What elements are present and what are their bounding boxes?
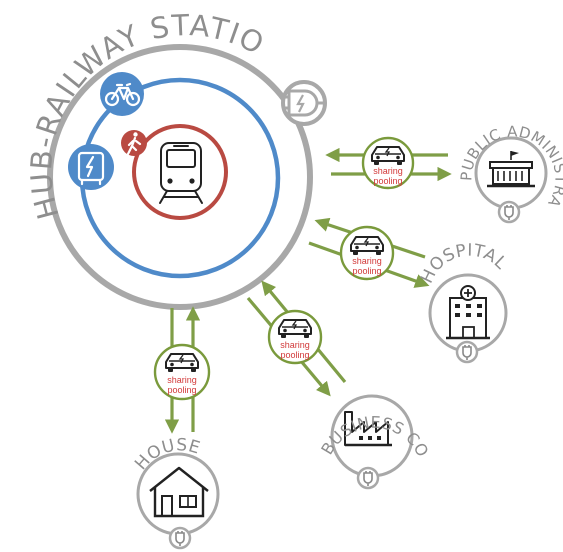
plug-icon — [281, 80, 327, 126]
electric-car-icon — [350, 236, 384, 255]
house-icon — [149, 466, 209, 518]
bus-icon — [68, 144, 114, 190]
electric-car-icon — [165, 353, 199, 372]
charger-icon — [497, 200, 521, 224]
link-public-administration: sharing pooling — [325, 136, 452, 190]
bicycle-icon — [100, 72, 144, 116]
electric-car-icon — [278, 319, 312, 338]
charger-icon — [168, 526, 192, 550]
government-building-icon — [487, 151, 535, 188]
pedestrian-icon — [121, 130, 147, 156]
electric-car-icon — [371, 146, 405, 165]
factory-icon — [344, 411, 392, 447]
charger-icon — [455, 340, 479, 364]
link-label-sharing: sharing — [373, 166, 403, 176]
link-house: sharing pooling — [153, 306, 211, 434]
charger-icon — [356, 466, 380, 490]
link-label-sharing: sharing — [352, 256, 382, 266]
link-label-pooling: pooling — [373, 176, 402, 186]
hub-station: HUB-RAILWAY STATION — [0, 0, 327, 310]
link-label-pooling: pooling — [280, 350, 309, 360]
link-business-company: sharing pooling — [246, 280, 347, 397]
train-icon — [159, 142, 203, 204]
hub-red-ring — [132, 124, 228, 220]
hospital-icon — [446, 285, 490, 340]
link-label-pooling: pooling — [167, 385, 196, 395]
link-label-sharing: sharing — [167, 375, 197, 385]
link-hospital: sharing pooling — [308, 217, 430, 288]
node-hospital: HOSPITAL — [417, 241, 510, 364]
link-label-sharing: sharing — [280, 340, 310, 350]
node-house: HOUSE — [131, 435, 220, 550]
hub-outer-ring — [47, 44, 313, 310]
link-label-pooling: pooling — [352, 266, 381, 276]
